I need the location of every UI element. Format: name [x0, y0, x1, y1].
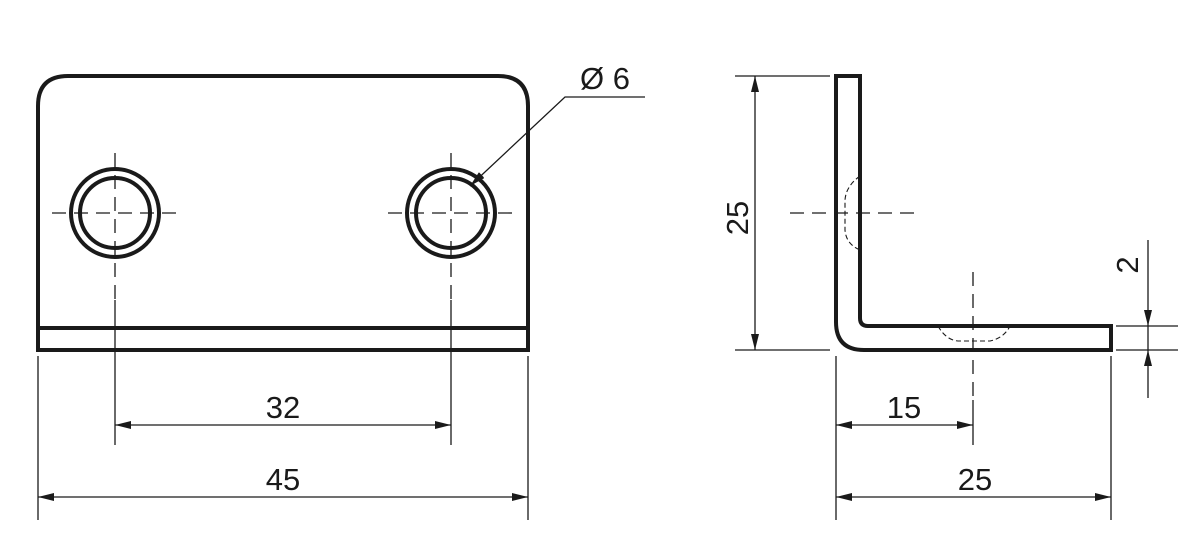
side-view: 25 15 25 2	[720, 74, 1178, 520]
diameter-leader	[469, 96, 645, 187]
hidden-countersink	[844, 175, 1011, 342]
plate-outline	[36, 74, 530, 352]
centerlines	[52, 153, 516, 300]
front-view: 32 45 Ø 6	[36, 61, 645, 520]
dim-leg-label: 25	[958, 462, 992, 497]
dim-32-label: 32	[266, 390, 300, 425]
dim-15-label: 15	[887, 390, 921, 425]
dim-thickness-label: 2	[1110, 256, 1145, 273]
dim-45-label: 45	[266, 462, 300, 497]
diameter-label: Ø 6	[580, 61, 630, 96]
dim-height-label: 25	[720, 201, 755, 235]
angle-profile	[834, 74, 1113, 352]
